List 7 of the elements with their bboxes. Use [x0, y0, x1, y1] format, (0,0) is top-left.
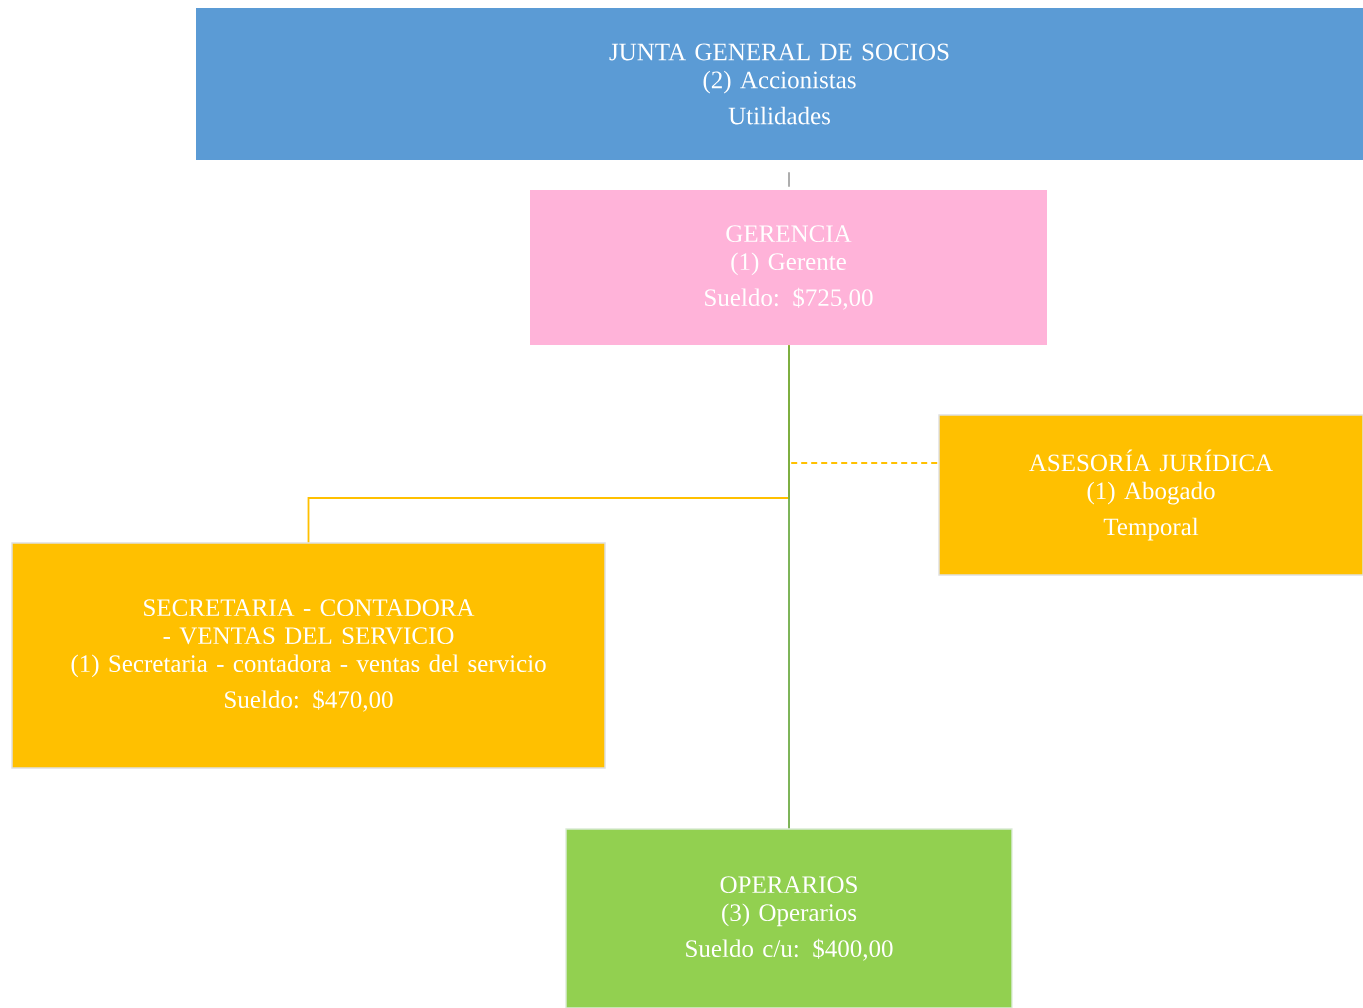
- org-box: OPERARIOS (3) Operarios Sueldo c/u: $400,00: [565, 828, 1013, 1008]
- connector-line: [788, 171, 790, 188]
- connector-line: [788, 344, 790, 830]
- org-box: JUNTA GENERAL DE SOCIOS (2) Accionistas Utilidades: [196, 8, 1363, 160]
- org-box: SECRETARIA - CONTADORA - VENTAS DEL SERVICIO (1) Secretaria - contadora - ventas del servicio Sueldo: $470,00: [11, 542, 606, 769]
- org-box: GERENCIA (1) Gerente Sueldo: $725,00: [530, 190, 1047, 345]
- org-box: ASESORÍA JURÍDICA (1) Abogado Temporal: [938, 414, 1363, 576]
